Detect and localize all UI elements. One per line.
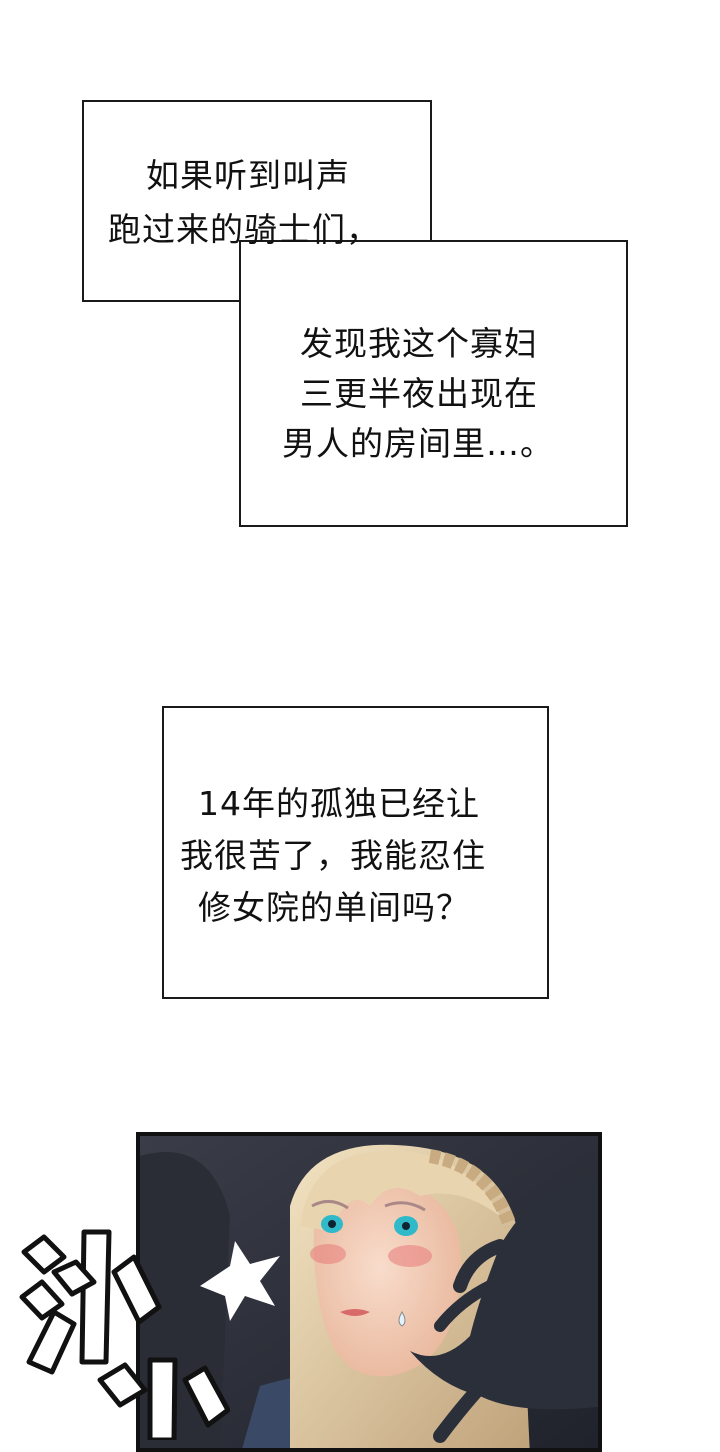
sfx-rustle-2 bbox=[97, 1357, 230, 1440]
caption-3-line-3: 修女院的单间吗？ bbox=[198, 888, 470, 927]
caption-box-middle bbox=[162, 706, 549, 999]
caption-1-line-2: 跑过来的骑士们， bbox=[108, 210, 380, 249]
face bbox=[313, 1179, 462, 1377]
caption-2-line-3: 男人的房间里…。 bbox=[282, 424, 554, 463]
sweat-drop bbox=[398, 1311, 406, 1327]
shock-spark bbox=[200, 1241, 280, 1321]
caption-3-line-2: 我很苦了，我能忍住 bbox=[180, 836, 486, 875]
dark-hand bbox=[410, 1176, 598, 1410]
mouth bbox=[340, 1309, 370, 1316]
braid bbox=[428, 1149, 517, 1229]
hair-bangs bbox=[300, 1150, 500, 1231]
blush-right bbox=[388, 1245, 432, 1267]
caption-2-line-2: 三更半夜出现在 bbox=[300, 374, 538, 413]
caption-2-line-1: 发现我这个寡妇 bbox=[300, 324, 538, 363]
sfx-rustle-1 bbox=[19, 1229, 162, 1375]
blush-left bbox=[310, 1244, 346, 1264]
caption-box-merge bbox=[241, 242, 430, 300]
caption-3-line-1: 14年的孤独已经让 bbox=[198, 784, 480, 823]
caption-1-line-1: 如果听到叫声 bbox=[146, 156, 350, 195]
